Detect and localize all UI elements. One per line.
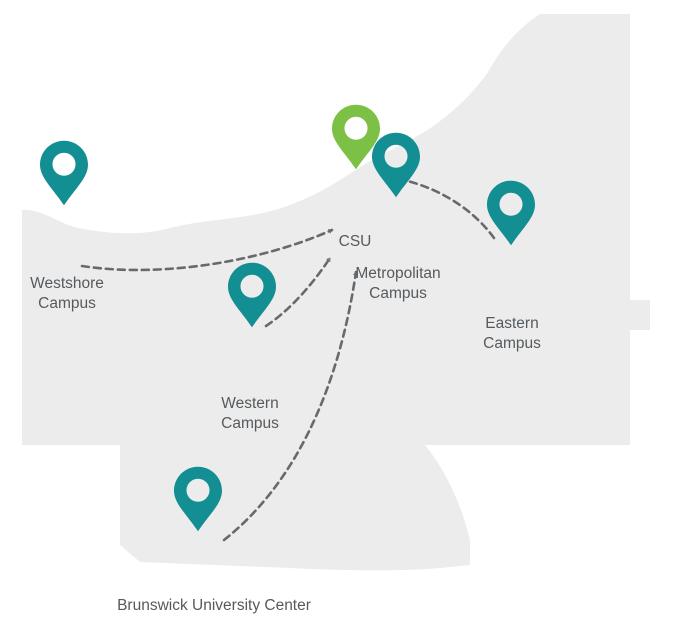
csu-label: CSU [339,232,372,252]
brunswick-campus-label: Brunswick University Center [117,596,311,616]
westshore-campus-pin[interactable] [40,140,88,206]
label-line: Westshore [30,275,104,292]
route-line [222,270,358,542]
label-line: Campus [38,295,96,312]
label-line: Campus [483,335,541,352]
route-line [80,228,334,272]
label-line: Brunswick University Center [117,597,311,614]
label-line: Western [221,395,279,412]
label-line: Metropolitan [355,265,441,282]
route-line [264,256,332,328]
label-line: Eastern [485,315,539,332]
region-land-shape [22,14,650,571]
label-line: Campus [369,285,427,302]
label-line: CSU [338,233,372,250]
label-line: Campus [221,415,279,432]
map-pin-icon [40,140,88,206]
